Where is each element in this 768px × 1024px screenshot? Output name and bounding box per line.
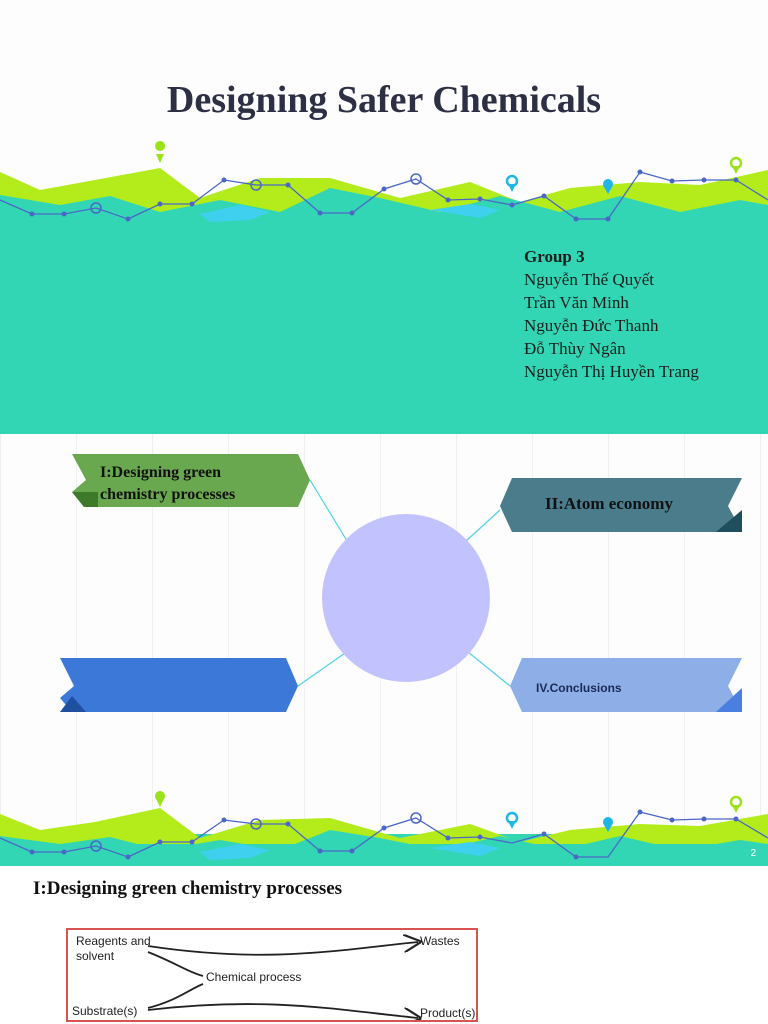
group-label: Group 3 [524,247,585,266]
tag-bottom-right-label: IV.Conclusions [536,681,622,695]
slide-title: Designing Safer Chemicals [166,79,602,121]
wastes-label: Wastes [420,934,460,948]
process-arrows [147,930,476,1020]
map-pin-icon [729,156,743,174]
process-label: Chemical process [206,970,302,984]
reagents-label: Reagents and solvent [76,934,151,963]
tag-top-right-label: II:Atom economy [545,494,673,513]
tag-bottom-left [60,658,298,712]
tag-top-right [500,478,742,532]
map-pin-icon [603,179,613,194]
tag-top-left [72,454,310,507]
outline-diagram [60,454,742,712]
page-number: 2 [750,848,756,859]
member-name: Nguyễn Đức Thanh [524,316,659,335]
process-slide: I:Designing green chemistry processes Re… [0,866,768,1024]
title-slide: Designing Safer Chemicals [0,0,768,434]
group-members: Group 3 Nguyễn Thế Quyết Trần Văn Minh N… [524,245,699,383]
member-name: Nguyễn Thế Quyết [524,270,654,289]
tag-top-left-label: I:Designing green chemistry processes [100,464,236,503]
products-label: Product(s) [420,1006,476,1020]
substrates-label: Substrate(s) [72,1004,138,1018]
map-pin-icon [155,141,166,163]
tag-bottom-right [510,658,742,712]
outline-slide: I:Designing green chemistry processes II… [0,434,768,866]
member-name: Đỗ Thùy Ngân [524,339,626,358]
process-diagram: Reagents and solvent Chemical process Su… [66,928,478,1022]
decorative-wave-band [0,141,768,434]
member-name: Nguyễn Thị Huyền Trang [524,362,699,381]
map-pin-icon [505,174,519,192]
section-heading: I:Designing green chemistry processes [33,878,343,899]
member-name: Trần Văn Minh [524,293,629,312]
center-circle [322,514,490,682]
